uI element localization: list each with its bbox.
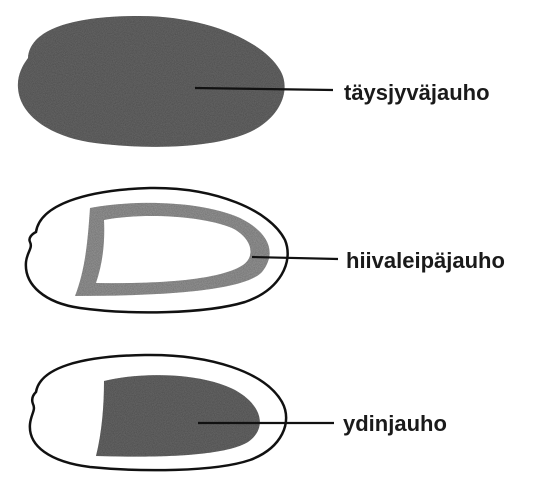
kernel-core-flour: ydinjauho: [30, 355, 447, 470]
label-whole-grain-flour: täysjyväjauho: [344, 80, 490, 105]
kernel-bread-flour: hiivaleipäjauho: [26, 188, 505, 312]
label-bread-flour: hiivaleipäjauho: [346, 248, 505, 273]
label-core-flour: ydinjauho: [343, 411, 447, 436]
kernel-whole-grain: täysjyväjauho: [18, 16, 490, 147]
whole-kernel-shape: [18, 16, 285, 147]
